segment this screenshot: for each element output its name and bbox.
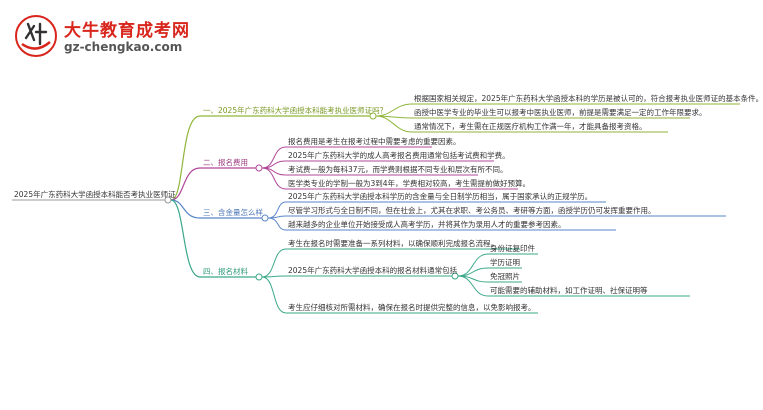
branch-2-leaf: 考试费一般为每科37元，而学费则根据不同专业和层次有所不同。 <box>288 165 508 174</box>
site-logo[interactable]: 大牛教育成考网 gz-chengkao.com <box>14 14 189 58</box>
branch-3-leaf: 尽管学习形式与全日制不同，但在社会上，尤其在求职、考公务员、考研等方面，函授学历… <box>288 206 656 215</box>
branch-4-leaf: 考生应仔细核对所需材料，确保在报名时提供完整的信息，以免影响报考。 <box>288 303 536 312</box>
branch-4-subleaf: 学历证明 <box>490 258 520 267</box>
branch-3-leaf: 2025年广东药科大学函授本科学历的含金量与全日制学历相当，属于国家承认的正规学… <box>288 192 593 201</box>
branch-3-label: 三、含金量怎么样 <box>203 208 263 217</box>
logo-title: 大牛教育成考网 <box>64 21 190 41</box>
branch-1-label: 一、2025年广东药科大学函授本科能考执业医师证吗？ <box>203 106 388 115</box>
mindmap-root: 2025年广东药科大学函授本科能否考执业医师证 <box>14 190 176 199</box>
branch-4-subleaf: 身份证复印件 <box>490 244 535 253</box>
branch-3-leaf: 越来越多的企业单位开始接受成人高考学历，并将其作为录用人才的重要参考因素。 <box>288 220 566 229</box>
logo-url: gz-chengkao.com <box>64 40 183 54</box>
branch-2-label: 二、报名费用 <box>203 158 248 167</box>
logo-mark-icon <box>15 15 57 57</box>
branch-1-leaf: 通常情况下，考生需在正规医疗机构工作满一年，才能具备报考资格。 <box>414 122 647 131</box>
branch-2-leaf: 报名费用是考生在报考过程中需要考虑的重要因素。 <box>288 137 461 146</box>
branch-4-label: 四、报名材料 <box>203 267 248 276</box>
branch-4-subleaf: 免冠照片 <box>490 272 520 281</box>
branch-4-leaf: 2025年广东药科大学函授本科的报名材料通常包括 <box>288 266 458 275</box>
branch-1-leaf: 根据国家相关规定，2025年广东药科大学函授本科的学历是被认可的，符合报考执业医… <box>414 94 763 103</box>
branch-1-leaf: 函授中医学专业的毕业生可以报考中医执业医师，前提是需要满足一定的工作年限要求。 <box>414 108 707 117</box>
branch-2-leaf: 2025年广东药科大学的成人高考报名费用通常包括考试费和学费。 <box>288 151 510 160</box>
branch-4-leaf: 考生在报名时需要准备一系列材料，以确保顺利完成报名流程。 <box>288 239 498 248</box>
branch-4-subleaf: 可能需要的辅助材料，如工作证明、社保证明等 <box>490 286 648 295</box>
branch-2-leaf: 医学类专业的学制一般为3到4年，学费相对较高，考生需提前做好预算。 <box>288 179 531 188</box>
